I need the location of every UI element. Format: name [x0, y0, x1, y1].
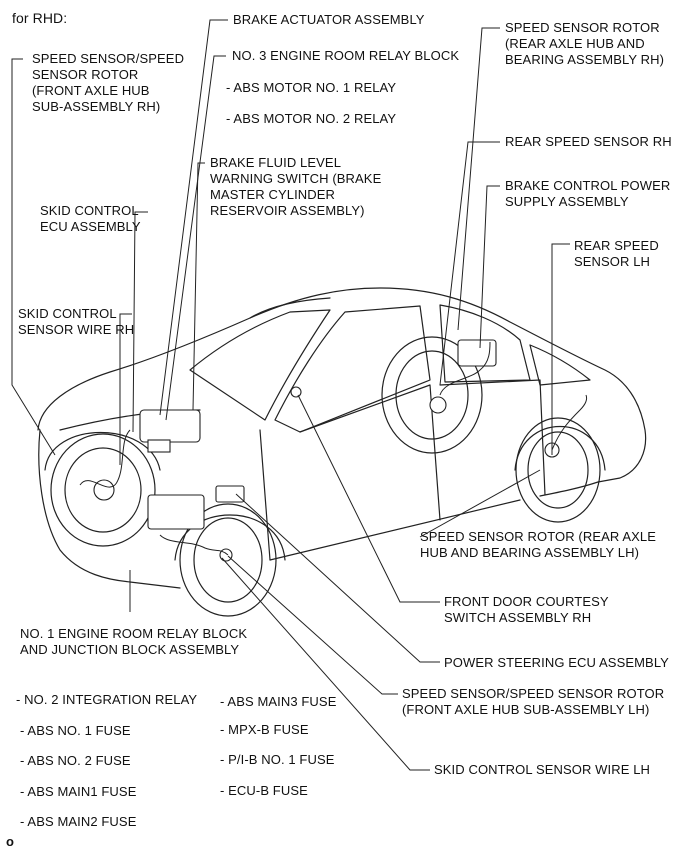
- label-power-steering-ecu: POWER STEERING ECU ASSEMBLY: [444, 655, 669, 670]
- label-abs-motor-no2: - ABS MOTOR NO. 2 RELAY: [226, 111, 397, 126]
- label-courtesy-switch: FRONT DOOR COURTESY SWITCH ASSEMBLY RH: [444, 594, 609, 625]
- label-speed-sensor-rear-lh: SPEED SENSOR ROTOR (REAR AXLE HUB AND BE…: [420, 529, 656, 560]
- relay-list-item: - ABS MAIN3 FUSE: [220, 694, 337, 709]
- label-rear-speed-sensor-rh: REAR SPEED SENSOR RH: [505, 134, 672, 149]
- label-no1-relay-block: NO. 1 ENGINE ROOM RELAY BLOCK AND JUNCTI…: [20, 626, 248, 657]
- relay-list-item: - ECU-B FUSE: [220, 783, 308, 798]
- courtesy-switch-shape: [290, 386, 302, 398]
- relay-list-item: - NO. 2 INTEGRATION RELAY: [16, 692, 198, 707]
- front-door-window: [274, 305, 431, 433]
- label-rear-speed-sensor-lh: REAR SPEED SENSOR LH: [574, 238, 659, 269]
- windshield: [189, 309, 331, 421]
- relay-list-item: - MPX-B FUSE: [220, 722, 309, 737]
- relay-list-item: - ABS MAIN1 FUSE: [20, 784, 137, 799]
- rear-right-wheel: [381, 336, 483, 454]
- label-brake-actuator: BRAKE ACTUATOR ASSEMBLY: [233, 12, 425, 27]
- front-right-wheel: [179, 503, 277, 617]
- sensor-wire-lh-shape: [159, 534, 229, 556]
- label-speed-sensor-front-lh: SPEED SENSOR/SPEED SENSOR ROTOR (FRONT A…: [402, 686, 665, 717]
- relay-list-item: - ABS NO. 2 FUSE: [20, 753, 131, 768]
- leader-lines: [11, 19, 570, 771]
- rear-window: [529, 344, 591, 386]
- car-lower-body: [38, 429, 181, 589]
- rear-wire-lh-shape: [551, 394, 588, 451]
- front-door-line: [259, 384, 441, 561]
- brake-actuator-shape: [139, 409, 201, 443]
- power-supply-shape: [457, 339, 497, 367]
- front-left-wheel: [50, 433, 156, 547]
- power-steering-ecu-shape: [215, 485, 245, 503]
- sensor-wire-rh-shape: [79, 429, 131, 488]
- relay-list-item: - P/I-B NO. 1 FUSE: [220, 752, 335, 767]
- relay-list-item: - ABS MAIN2 FUSE: [20, 814, 137, 829]
- car-roof-line: [249, 297, 331, 319]
- label-power-supply: BRAKE CONTROL POWER SUPPLY ASSEMBLY: [505, 178, 671, 209]
- car-sill: [269, 499, 521, 561]
- footer-mark: o: [6, 834, 15, 849]
- relay-block-shape: [147, 494, 205, 530]
- car-rear-bumper: [539, 481, 599, 497]
- label-no3-relay-block: NO. 3 ENGINE ROOM RELAY BLOCK: [232, 48, 460, 63]
- rear-wire-rh-shape: [439, 341, 491, 396]
- header-text: for RHD:: [12, 10, 68, 26]
- label-speed-sensor-front-rh: SPEED SENSOR/SPEED SENSOR ROTOR (FRONT A…: [32, 51, 185, 114]
- label-sensor-wire-lh: SKID CONTROL SENSOR WIRE LH: [434, 762, 651, 777]
- relay-list-item: - ABS NO. 1 FUSE: [20, 723, 131, 738]
- rear-door-line: [439, 379, 546, 496]
- label-speed-sensor-rear-rh: SPEED SENSOR ROTOR (REAR AXLE HUB AND BE…: [505, 20, 665, 67]
- rear-left-wheel: [515, 417, 601, 523]
- label-sensor-wire-rh: SKID CONTROL SENSOR WIRE RH: [18, 306, 135, 337]
- label-brake-fluid-switch: BRAKE FLUID LEVEL WARNING SWITCH (BRAKE …: [210, 155, 382, 218]
- car-body-outline: [37, 287, 647, 483]
- rear-door-window: [439, 304, 531, 383]
- label-skid-control-ecu: SKID CONTROL ECU ASSEMBLY: [40, 203, 141, 234]
- label-abs-motor-no1: - ABS MOTOR NO. 1 RELAY: [226, 80, 397, 95]
